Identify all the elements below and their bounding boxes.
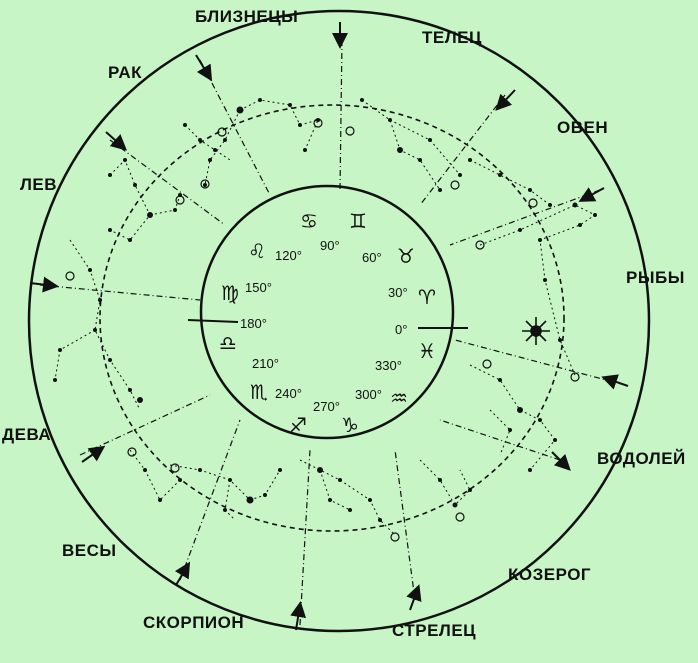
label-leo: ЛЕВ (20, 175, 57, 194)
degree-90: 90° (320, 238, 340, 253)
degree-270: 270° (313, 399, 340, 414)
degree-150: 150° (245, 280, 272, 295)
outer-circle (27, 9, 651, 633)
pisces-symbol-icon: ♓ (418, 339, 436, 363)
constellation-patterns (54, 99, 596, 536)
sagittarius-symbol-icon: ♐ (289, 413, 307, 437)
label-virgo: ДЕВА (2, 425, 51, 444)
taurus-symbol-icon: ♉ (397, 244, 415, 268)
constellation-boundaries (39, 39, 626, 626)
label-gemini: БЛИЗНЕЦЫ (195, 7, 298, 26)
label-taurus: ТЕЛЕЦ (422, 28, 482, 47)
leo-symbol-icon: ♌ (248, 239, 266, 263)
virgo-symbol-icon: ♍ (221, 281, 239, 305)
constellation-stars (53, 98, 597, 522)
degree-180: 180° (240, 316, 267, 331)
label-cancer: РАК (108, 63, 142, 82)
scorpio-symbol-icon: ♏ (250, 380, 268, 404)
degree-60: 60° (362, 250, 382, 265)
cancer-symbol-icon: ♋ (300, 209, 318, 233)
sun-icon (522, 317, 550, 345)
degree-120: 120° (275, 248, 302, 263)
label-sagittarius: СТРЕЛЕЦ (392, 621, 476, 640)
label-libra: ВЕСЫ (62, 541, 117, 560)
label-pisces: РЫБЫ (626, 268, 685, 287)
boundary-arrows (29, 22, 629, 631)
ecliptic-dashed-path (99, 104, 565, 532)
libra-symbol-icon: ♎ (219, 331, 237, 355)
degree-330: 330° (375, 358, 402, 373)
degree-210: 210° (252, 356, 279, 371)
degree-0: 0° (395, 322, 407, 337)
capricorn-symbol-icon: ♑ (341, 413, 359, 437)
label-capricorn: КОЗЕРОГ (508, 565, 591, 584)
degree-240: 240° (275, 386, 302, 401)
gemini-symbol-icon: ♊ (349, 209, 367, 233)
one-eighty-degree-axis (187, 319, 239, 323)
aquarius-symbol-icon: ♒ (390, 386, 408, 410)
inner-circle (199, 184, 455, 440)
degree-300: 300° (355, 387, 382, 402)
label-aquarius: ВОДОЛЕЙ (597, 449, 686, 468)
degree-30: 30° (388, 285, 408, 300)
ecliptic-markers (65, 118, 580, 542)
label-aries: ОВЕН (557, 118, 608, 137)
aries-symbol-icon: ♈ (418, 285, 436, 309)
label-scorpio: СКОРПИОН (143, 613, 244, 632)
